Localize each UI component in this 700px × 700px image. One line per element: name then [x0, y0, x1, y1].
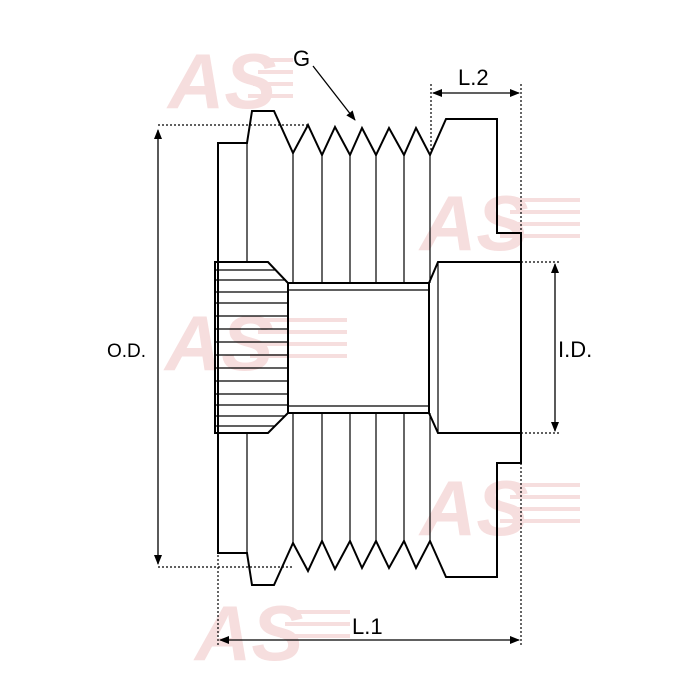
watermark-stripes — [248, 58, 580, 638]
pulley-outline — [217, 110, 522, 586]
labels: G L.2 O.D. I.D. L.1 — [107, 46, 592, 639]
id-label: I.D. — [558, 337, 592, 362]
watermarks: AS AS AS AS AS — [163, 37, 580, 677]
l1-label: L.1 — [352, 614, 383, 639]
watermark-logo: AS — [193, 589, 303, 677]
groove-leader-arrow — [312, 65, 356, 121]
l2-label: L.2 — [458, 65, 489, 90]
hub — [214, 261, 521, 434]
od-label: O.D. — [107, 341, 146, 362]
dimension-lines — [154, 65, 560, 646]
groove-label: G — [293, 46, 310, 71]
